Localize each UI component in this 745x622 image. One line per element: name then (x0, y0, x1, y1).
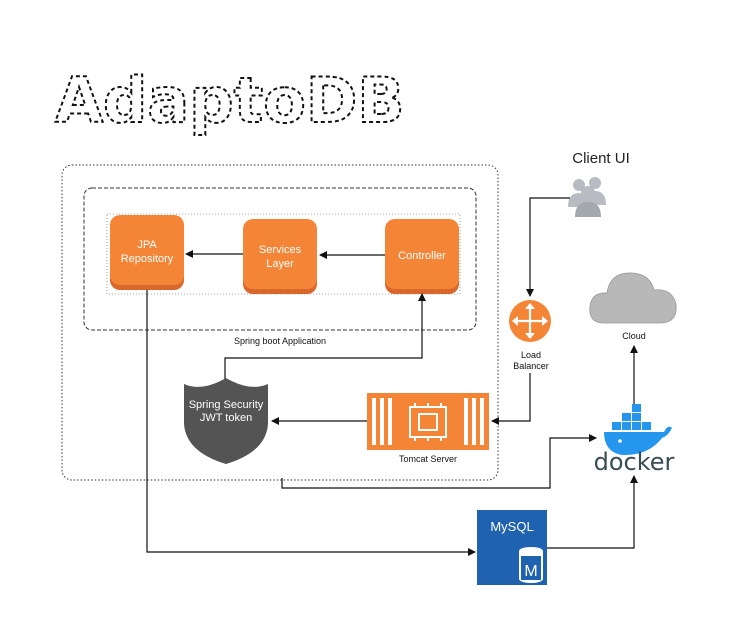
security-label-line1: Spring Security (189, 399, 264, 411)
client-ui-label: Client UI (572, 150, 630, 167)
services-layer-node[interactable]: Services Layer (243, 219, 317, 294)
database-icon: M (519, 547, 543, 583)
title: AdaptoDB (55, 64, 405, 137)
mysql-node[interactable]: MySQL M (477, 510, 547, 585)
services-label-line1: Services (259, 244, 302, 256)
jpa-to-mysql-arrow (146, 290, 476, 556)
security-label-line2: JWT token (200, 412, 252, 424)
load-balancer-label-line2: Balancer (513, 361, 549, 371)
tomcat-label: Tomcat Server (399, 454, 457, 464)
chip-icon (409, 403, 447, 441)
spring-boot-container (83, 187, 477, 331)
app-to-docker-arrow (281, 434, 597, 489)
mysql-badge: M (524, 563, 537, 580)
mysql-to-docker-arrow (547, 475, 638, 549)
load-balancer-icon[interactable] (509, 300, 551, 342)
jpa-label-line1: JPA (137, 239, 157, 251)
client-to-loadbalancer-arrow (526, 197, 570, 297)
outer-container (61, 164, 499, 481)
controller-node[interactable]: Controller (385, 219, 459, 294)
spring-boot-label: Spring boot Application (234, 336, 326, 346)
spring-security-shield[interactable]: Spring Security JWT token (184, 378, 268, 464)
cloud-icon[interactable] (589, 272, 677, 324)
cloud-label: Cloud (622, 331, 646, 341)
tomcat-server-node[interactable] (367, 393, 489, 450)
docker-whale-icon[interactable] (604, 404, 672, 456)
mysql-label: MySQL (490, 519, 533, 534)
jpa-repository-node[interactable]: JPA Repository (110, 215, 184, 290)
security-to-controller-arrow (224, 293, 426, 380)
load-balancer-label-line1: Load (521, 350, 541, 360)
services-label-line2: Layer (266, 258, 294, 270)
loadbalancer-to-tomcat-arrow (491, 373, 531, 425)
docker-label: docker (594, 448, 675, 476)
controller-label: Controller (398, 250, 446, 262)
jpa-label-line2: Repository (121, 253, 174, 265)
users-icon[interactable] (568, 177, 606, 217)
